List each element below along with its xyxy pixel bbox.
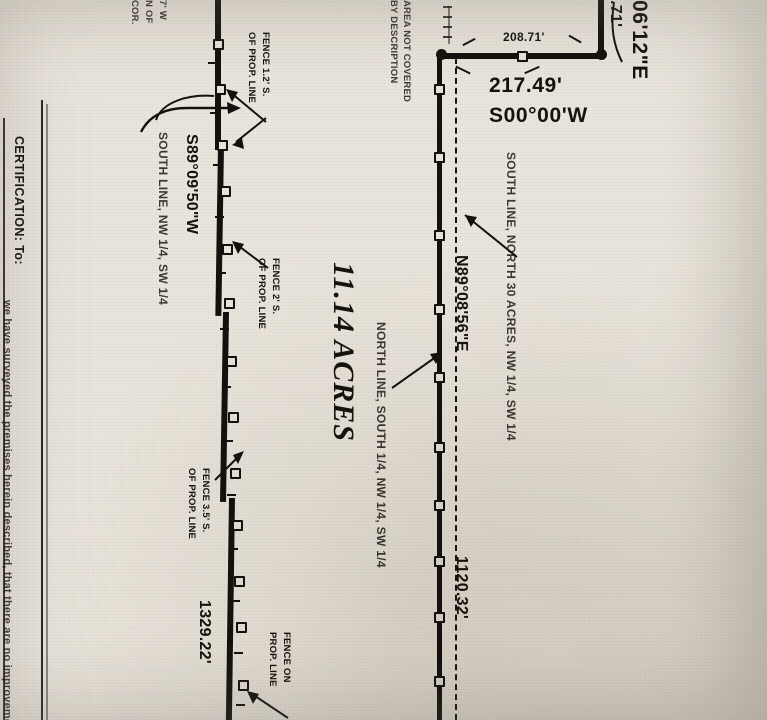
fence-post-e7: [434, 500, 445, 511]
fence-post-w2: [215, 84, 226, 95]
west-line-distance-label: 1329.22': [196, 600, 213, 665]
fence-post-e9: [434, 612, 445, 623]
fence-post-w9: [230, 468, 241, 479]
fence-note-4-line-2: PROP. LINE: [267, 632, 278, 687]
fence-note-4-leader: [247, 691, 289, 719]
south-line-north30-label: SOUTH LINE, NORTH 30 ACRES, NW 1/4, SW 1…: [504, 152, 518, 441]
fence-post-w3: [217, 140, 228, 151]
fence-post-e6: [434, 442, 445, 453]
corner-note-line-1: 7' W: [157, 0, 168, 20]
fence-post-top-segment: [517, 51, 528, 62]
fence-note-1-leader: [226, 89, 267, 123]
fence-post-w13: [238, 680, 249, 691]
fence-note-4-line-1: FENCE ON: [281, 632, 292, 683]
east-line-bearing-label: N89°08'56"E: [453, 255, 470, 352]
fence-note-3-line-2: OF PROP. LINE: [186, 468, 197, 540]
certification-body: we have surveyed the premises herein des…: [1, 300, 13, 720]
parcel-area-label: 11.14 ACRES: [327, 262, 360, 442]
fence-post-w8: [228, 412, 239, 423]
cert-rule-left: [3, 118, 5, 720]
east-property-line: [437, 53, 442, 720]
fence-post-e8: [434, 556, 445, 567]
east-edge-line: [598, 0, 604, 56]
west-line-pointer-leader: [139, 102, 241, 133]
fence-post-e4: [434, 304, 445, 315]
fence-note-1-leader-2: [232, 117, 267, 149]
fence-post-w12: [236, 622, 247, 633]
fence-post-e10: [434, 676, 445, 687]
fence-post-e1: [434, 84, 445, 95]
fence-post-w7: [226, 356, 237, 367]
corner-leader-arc: [611, 1, 623, 63]
north-line-leader: [391, 352, 442, 389]
east-segment-distance: 217.49': [489, 74, 563, 97]
fence-post-e2: [434, 152, 445, 163]
fence-post-w1: [213, 39, 224, 50]
fence-post-w10: [232, 520, 243, 531]
fence-note-3-leader: [214, 451, 244, 481]
south-line-north30-leader: [464, 214, 518, 258]
fence-post-w4: [220, 186, 231, 197]
certification-heading: CERTIFICATION: To:: [12, 136, 26, 265]
south-line-nw-sw-label: SOUTH LINE, NW 1/4, SW 1/4: [156, 132, 170, 306]
fence-post-w11: [234, 576, 245, 587]
corner-note-line-3: COR.: [129, 0, 140, 25]
east-segment-bearing: S00°00'W: [489, 104, 588, 127]
cert-rule-right-2: [46, 104, 48, 720]
area-not-covered-line-2: BY DESCRIPTION: [388, 0, 399, 84]
corner-note-line-2: N OF: [143, 0, 154, 24]
fence-post-w6: [224, 298, 235, 309]
west-property-line-seg1: [215, 0, 221, 150]
fence-note-2-leader: [232, 241, 269, 269]
east-line-dashed-offset: [455, 58, 457, 720]
fence-post-e3: [434, 230, 445, 241]
east-line-distance-label: 1120.32': [453, 556, 470, 620]
fence-post-e5: [434, 372, 445, 383]
top-segment-distance-label: 208.71': [503, 30, 545, 44]
area-not-covered-line-1: AREA NOT COVERED: [401, 0, 412, 103]
fence-post-w5: [222, 244, 233, 255]
cert-rule-right: [41, 100, 43, 720]
